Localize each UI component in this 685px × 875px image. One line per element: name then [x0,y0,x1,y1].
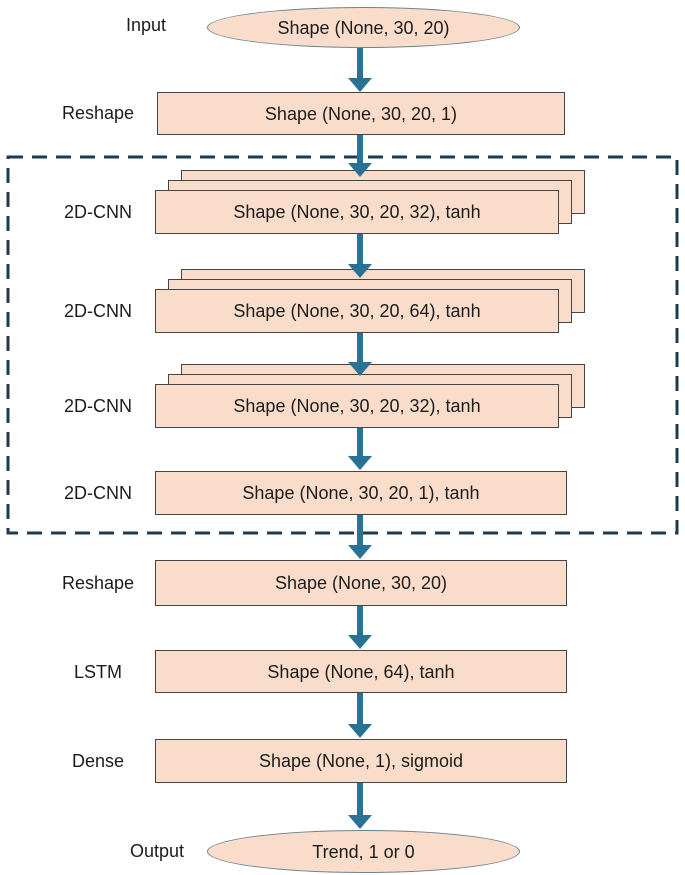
flow-arrow [348,783,372,829]
input-node-text: Shape (None, 30, 20) [277,17,450,38]
cnn2-node-text: Shape (None, 30, 20, 64), tanh [233,301,481,321]
layer-label-cnn-2: 2D-CNN [63,301,132,321]
layer-label-reshape-1: Reshape [61,103,135,123]
layer-label-lstm: LSTM [73,662,122,682]
flow-arrow [348,693,372,738]
layer-label-cnn-4: 2D-CNN [63,483,132,503]
layer-label-output: Output [129,841,185,861]
layer-label-input: Input [125,15,167,35]
flow-arrow [348,515,372,559]
flow-arrow [348,428,372,470]
reshape2-node: Shape (None, 30, 20) [155,560,567,606]
cnn4-node-text: Shape (None, 30, 20, 1), tanh [242,483,480,503]
lstm-node-text: Shape (None, 64), tanh [267,661,455,682]
layer-label-reshape-2: Reshape [61,573,135,593]
layer-label-cnn-1: 2D-CNN [63,202,132,222]
input-node: Shape (None, 30, 20) [207,7,520,48]
flow-arrow [348,48,372,92]
reshape1-node-text: Shape (None, 30, 20, 1) [264,103,458,124]
layer-label-dense: Dense [71,751,125,771]
reshape1-node: Shape (None, 30, 20, 1) [157,92,565,135]
output-node: Trend, 1 or 0 [207,830,520,873]
cnn1-node: Shape (None, 30, 20, 32), tanh [155,170,587,235]
stack-layer-front: Shape (None, 30, 20, 32), tanh [155,384,559,428]
cnn1-node-text: Shape (None, 30, 20, 32), tanh [233,202,481,222]
flow-arrow [348,606,372,649]
dense-node-text: Shape (None, 1), sigmoid [258,751,464,771]
cnn4-node: Shape (None, 30, 20, 1), tanh [155,471,567,515]
stack-layer-front: Shape (None, 30, 20, 32), tanh [155,190,559,234]
reshape2-node-text: Shape (None, 30, 20) [274,573,448,593]
stack-layer-front: Shape (None, 30, 20, 64), tanh [155,289,559,333]
lstm-node: Shape (None, 64), tanh [155,650,567,693]
cnn2-node: Shape (None, 30, 20, 64), tanh [155,269,587,334]
cnn3-node: Shape (None, 30, 20, 32), tanh [155,364,587,429]
cnn3-node-text: Shape (None, 30, 20, 32), tanh [233,396,481,416]
dense-node: Shape (None, 1), sigmoid [155,739,567,783]
output-node-text: Trend, 1 or 0 [312,841,415,862]
layer-label-cnn-3: 2D-CNN [63,396,132,416]
